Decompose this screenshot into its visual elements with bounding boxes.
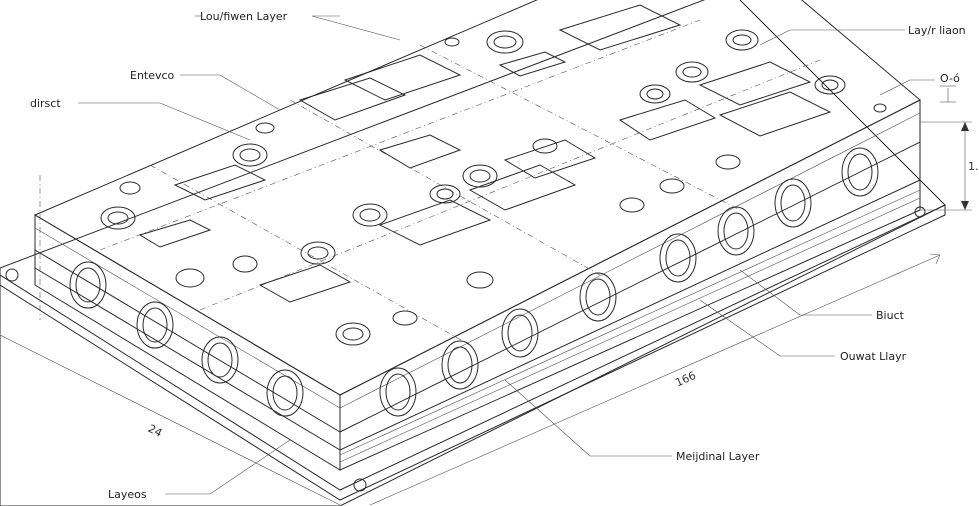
label-top-center: Lou/fiwen Layer xyxy=(200,10,288,23)
side-ports xyxy=(69,147,879,417)
label-bottom-left: Layeos xyxy=(108,488,147,501)
block-top-face xyxy=(33,0,921,409)
label-right-dim: 1. xyxy=(968,160,979,173)
dimension-lines xyxy=(0,85,972,506)
dimension-length: 166 xyxy=(673,369,697,389)
label-outer: Ouwat Llayr xyxy=(840,350,907,363)
base-plate xyxy=(0,0,946,506)
labels: Lou/fiwen Layer Lay/r liaon Entevco dirs… xyxy=(30,10,979,501)
label-top-right: Lay/r liaon xyxy=(908,24,966,37)
label-left-1: Entevco xyxy=(130,69,175,82)
block-front-face xyxy=(34,214,341,471)
block-right-face xyxy=(339,99,921,471)
leader-lines xyxy=(78,15,935,495)
label-mid: Meijdinal Layer xyxy=(676,450,760,463)
top-ports xyxy=(100,29,887,346)
label-right-small: O-ó xyxy=(940,72,960,85)
label-block: Biuct xyxy=(876,309,905,322)
label-left-2: dirsct xyxy=(30,97,61,110)
dimension-width: 24 xyxy=(146,422,164,440)
grid-panels xyxy=(138,4,832,303)
